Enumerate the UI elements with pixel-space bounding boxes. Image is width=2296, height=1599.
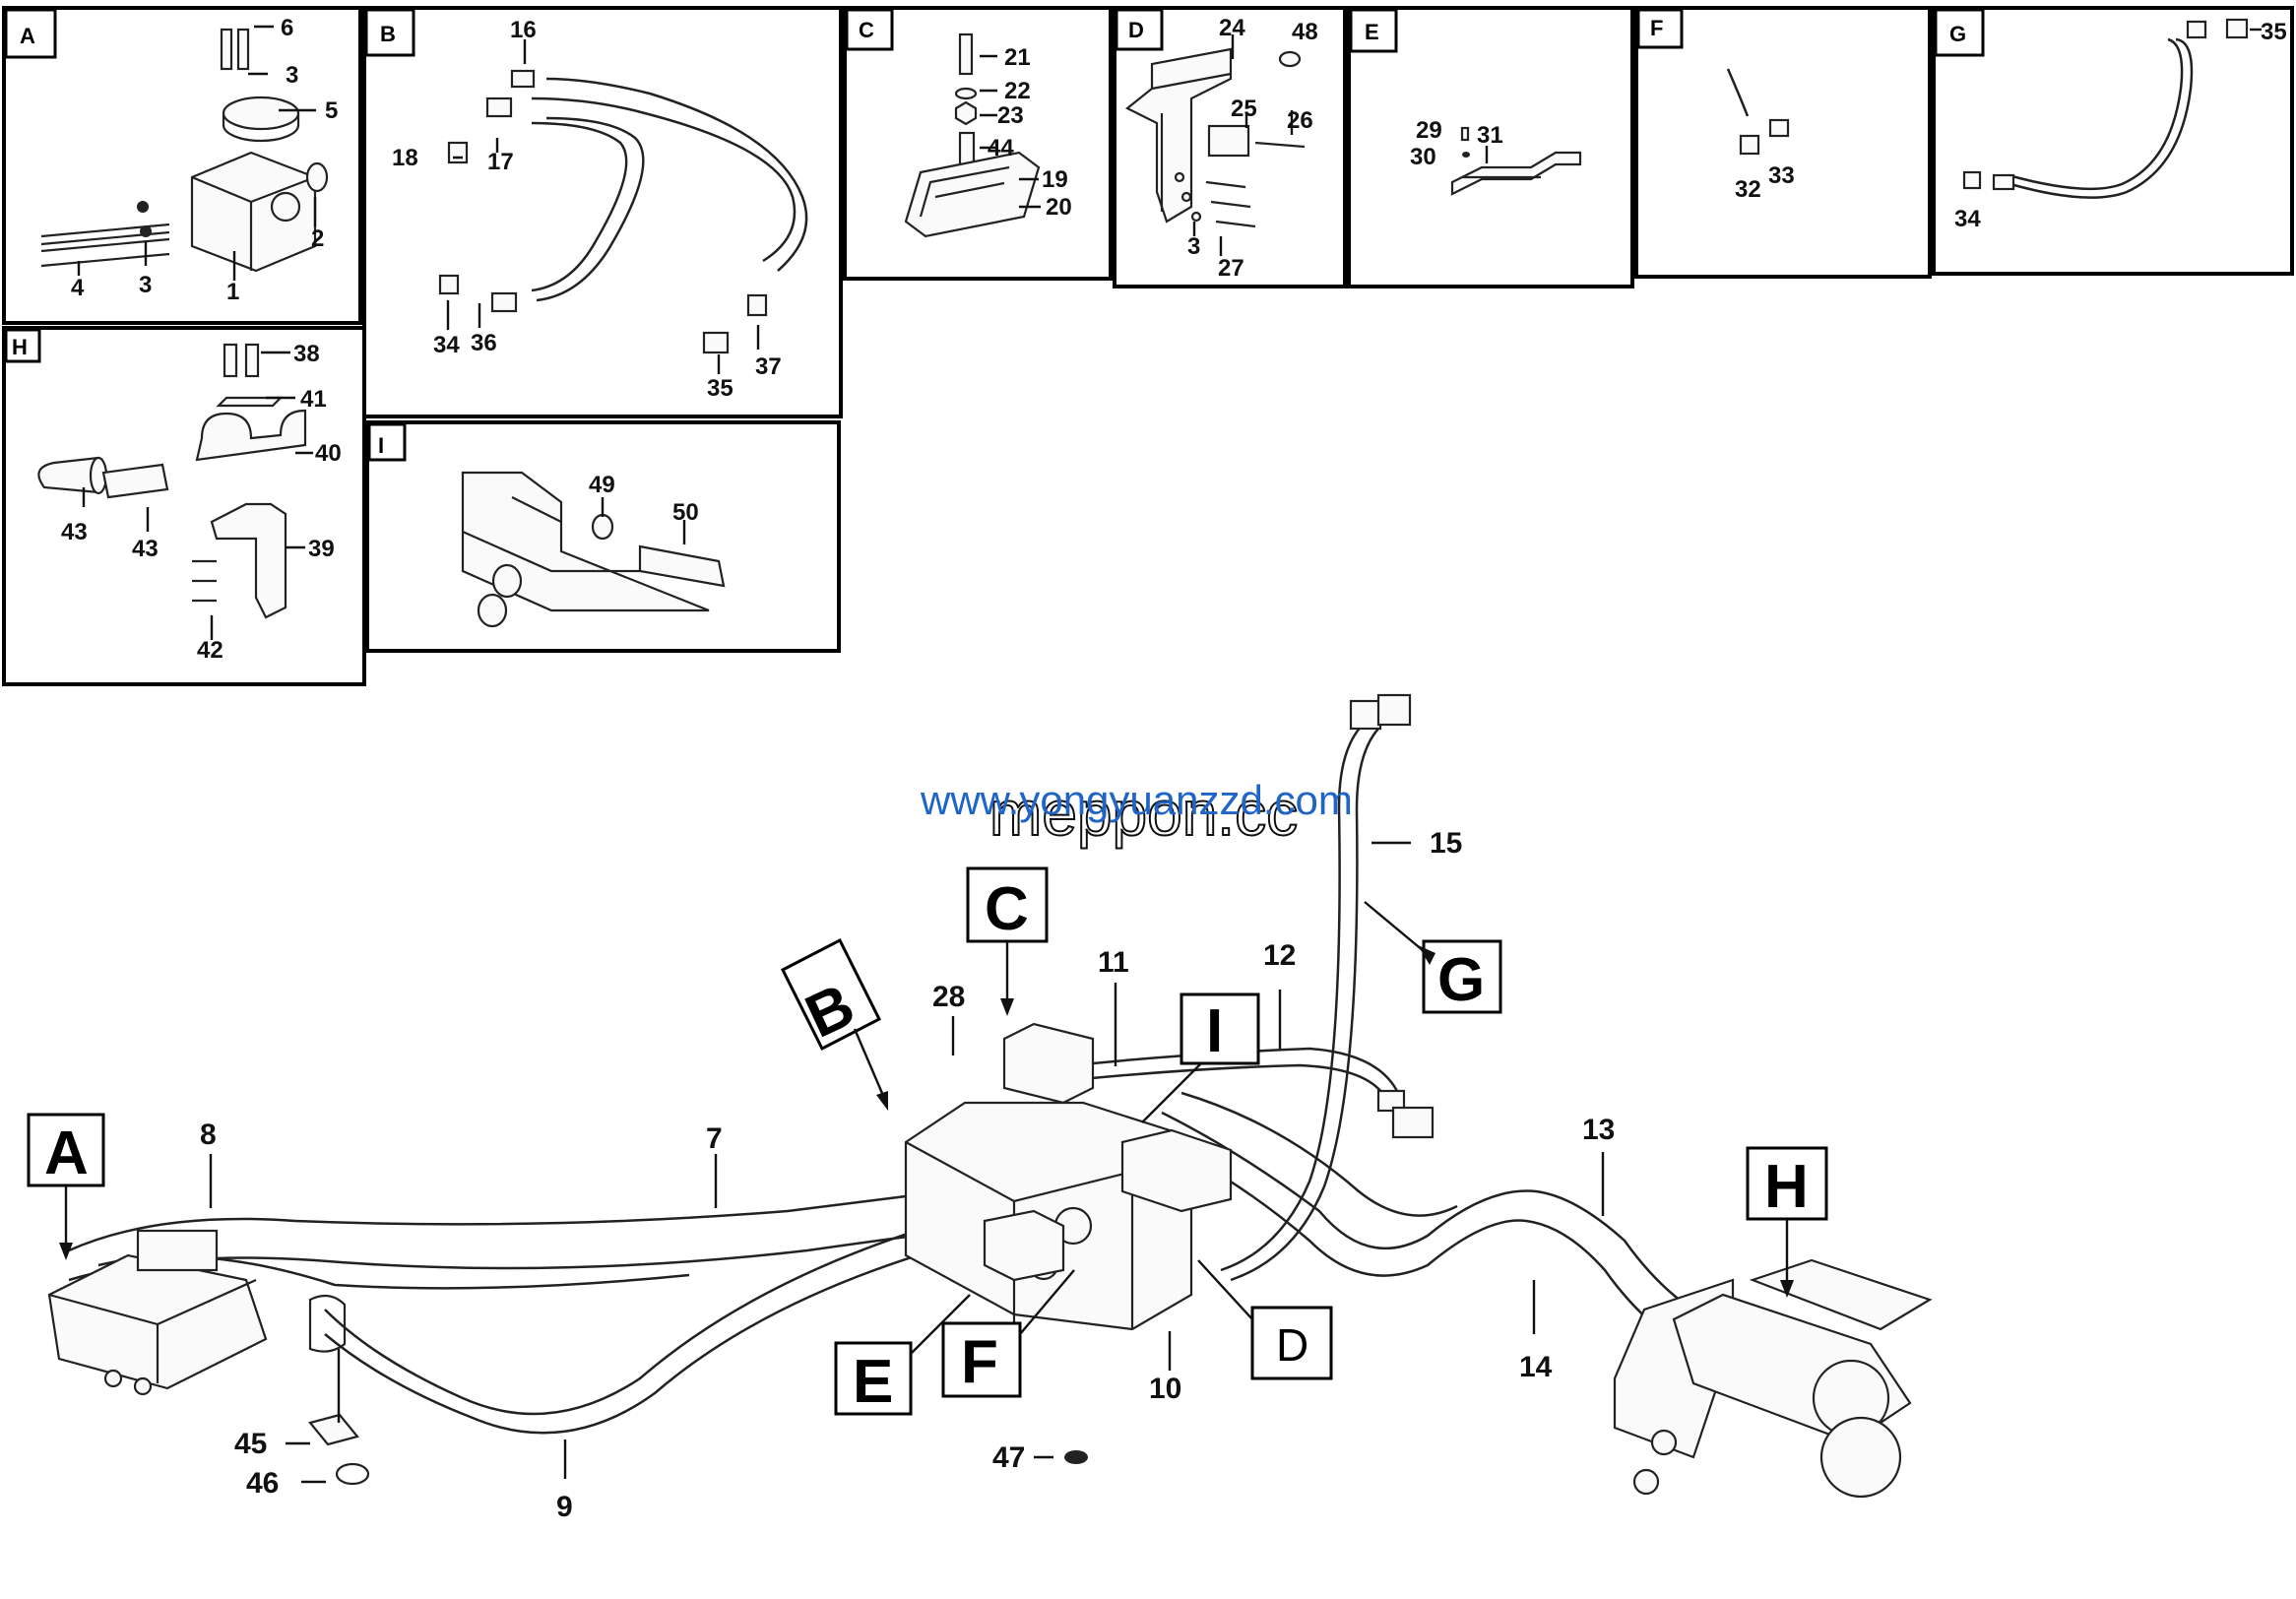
svg-text:18: 18 — [392, 145, 418, 171]
callout-h: H — [1746, 1146, 1828, 1298]
svg-text:2: 2 — [311, 225, 324, 252]
svg-text:8: 8 — [200, 1119, 217, 1151]
main-assembly: A B C I G D E — [27, 693, 1933, 1523]
panel-h-label: H — [12, 335, 28, 359]
svg-text:40: 40 — [315, 440, 342, 467]
svg-text:11: 11 — [1098, 946, 1129, 979]
svg-text:36: 36 — [471, 330, 497, 356]
panel-b-label: B — [380, 22, 396, 46]
panel-g: G 35 34 — [1932, 6, 2294, 276]
svg-text:3: 3 — [286, 62, 298, 89]
svg-text:43: 43 — [61, 519, 88, 545]
svg-text:25: 25 — [1231, 96, 1257, 122]
svg-text:22: 22 — [1004, 78, 1031, 104]
panel-d-label: D — [1128, 18, 1144, 42]
svg-text:30: 30 — [1410, 144, 1436, 170]
svg-text:39: 39 — [308, 536, 335, 562]
panel-c-label: C — [859, 18, 874, 42]
watermark-url: www.yongyuanzzd.com — [920, 777, 1353, 823]
svg-text:1: 1 — [226, 279, 239, 305]
svg-text:14: 14 — [1519, 1351, 1553, 1383]
svg-text:35: 35 — [707, 375, 733, 402]
panel-e: E 29 31 30 — [1347, 6, 1634, 288]
svg-text:6: 6 — [281, 15, 293, 41]
panel-a: A 6 3 5 2 4 3 1 — [2, 6, 362, 325]
svg-text:E: E — [853, 1348, 893, 1416]
svg-text:42: 42 — [197, 637, 223, 664]
panel-g-label: G — [1949, 22, 1966, 46]
callout-c: C — [966, 866, 1049, 1016]
svg-text:20: 20 — [1046, 194, 1072, 221]
svg-text:46: 46 — [246, 1467, 279, 1500]
svg-text:9: 9 — [556, 1491, 573, 1523]
panel-a-label: A — [20, 24, 35, 48]
svg-text:C: C — [985, 875, 1029, 943]
watermark-brand: meppon.cc — [989, 778, 1298, 849]
svg-text:34: 34 — [1954, 206, 1981, 232]
svg-text:17: 17 — [487, 149, 514, 175]
callout-b: B — [780, 937, 888, 1111]
svg-text:A: A — [44, 1119, 89, 1187]
svg-text:32: 32 — [1735, 176, 1761, 203]
svg-text:F: F — [961, 1328, 998, 1396]
callout-e: E — [834, 1294, 971, 1416]
watermark: meppon.cc www.yongyuanzzd.com — [920, 777, 1353, 850]
svg-text:10: 10 — [1149, 1373, 1181, 1405]
svg-text:19: 19 — [1042, 166, 1068, 193]
svg-text:21: 21 — [1004, 44, 1031, 71]
callout-i: I — [1141, 992, 1260, 1123]
panel-f: F 32 33 — [1634, 6, 1932, 279]
svg-text:28: 28 — [932, 981, 965, 1013]
panel-h: H 38 41 40 43 43 39 42 — [2, 326, 366, 686]
svg-text:45: 45 — [234, 1428, 267, 1460]
svg-text:16: 16 — [510, 17, 537, 43]
callout-g: G — [1364, 901, 1502, 1014]
svg-text:5: 5 — [325, 97, 338, 124]
svg-text:34: 34 — [433, 332, 460, 358]
svg-text:37: 37 — [755, 353, 782, 380]
panel-f-label: F — [1650, 16, 1663, 40]
callout-f: F — [941, 1269, 1075, 1398]
svg-text:26: 26 — [1287, 107, 1313, 134]
svg-text:33: 33 — [1768, 162, 1795, 189]
svg-text:15: 15 — [1430, 827, 1462, 860]
svg-text:27: 27 — [1218, 255, 1244, 282]
svg-text:38: 38 — [293, 341, 320, 367]
svg-text:29: 29 — [1416, 117, 1442, 144]
svg-text:D: D — [1276, 1319, 1308, 1371]
svg-text:3: 3 — [1187, 233, 1200, 260]
callout-d: D — [1197, 1259, 1333, 1380]
callout-a: A — [27, 1113, 105, 1260]
svg-text:50: 50 — [672, 499, 699, 526]
panel-e-label: E — [1365, 20, 1379, 44]
svg-text:43: 43 — [132, 536, 159, 562]
svg-text:41: 41 — [300, 386, 327, 413]
svg-text:24: 24 — [1219, 15, 1245, 41]
svg-text:35: 35 — [2261, 19, 2287, 45]
panel-b: B 16 18 17 34 36 37 35 — [362, 6, 843, 418]
svg-text:7: 7 — [706, 1122, 723, 1155]
svg-text:G: G — [1437, 946, 1485, 1014]
svg-text:49: 49 — [589, 472, 615, 498]
panel-i: I 49 50 — [365, 420, 841, 653]
svg-text:48: 48 — [1292, 19, 1318, 45]
panel-d: D 24 48 25 26 3 27 — [1113, 6, 1347, 288]
svg-text:31: 31 — [1477, 122, 1503, 149]
svg-text:47: 47 — [992, 1441, 1025, 1474]
svg-text:13: 13 — [1582, 1114, 1615, 1146]
svg-text:I: I — [1206, 997, 1223, 1065]
svg-text:44: 44 — [988, 135, 1014, 161]
svg-text:3: 3 — [139, 272, 152, 298]
svg-text:H: H — [1764, 1153, 1809, 1221]
panel-i-label: I — [378, 433, 384, 458]
svg-text:12: 12 — [1263, 939, 1296, 972]
panel-c: C 21 22 23 44 19 20 — [843, 6, 1113, 281]
svg-text:4: 4 — [71, 275, 85, 301]
svg-text:23: 23 — [997, 102, 1024, 129]
